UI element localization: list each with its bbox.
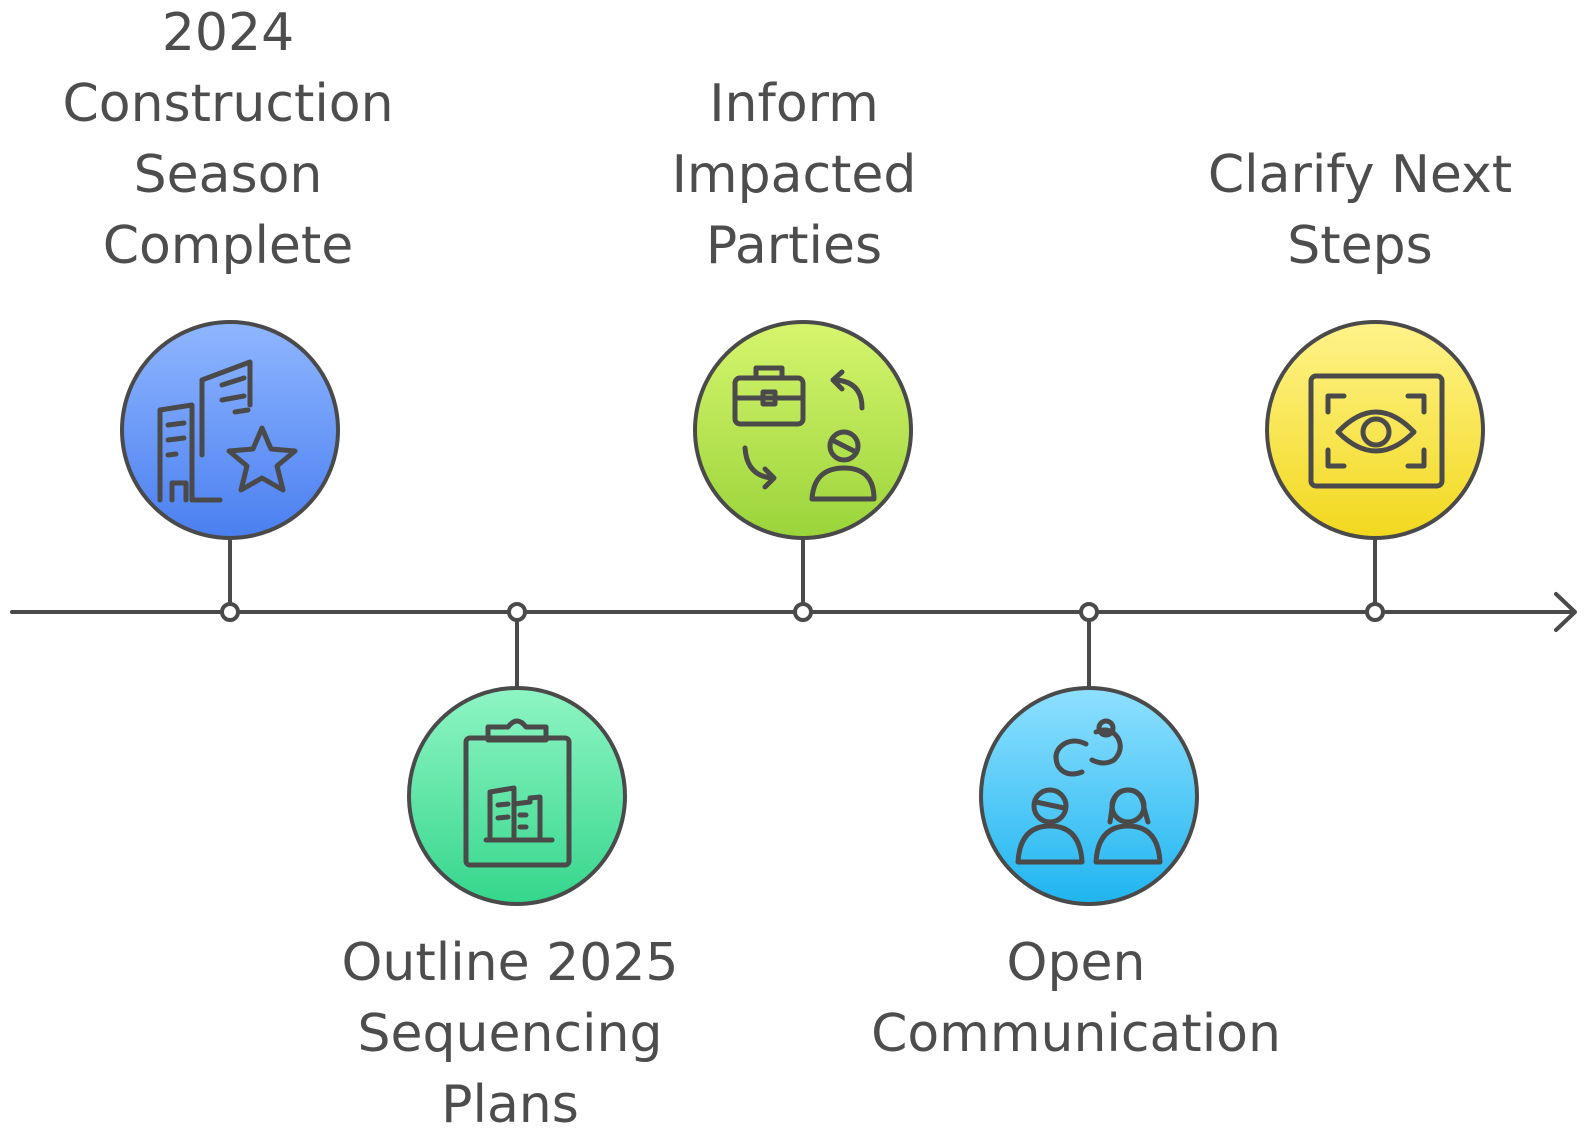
- step-5-node: [1265, 320, 1485, 540]
- step-1-circle: [120, 320, 340, 540]
- timeline-dot-2: [507, 602, 527, 622]
- timeline-dot-3: [793, 602, 813, 622]
- step-5-label: Clarify Next Steps: [1207, 145, 1513, 276]
- timeline-arrowhead: [1554, 592, 1577, 632]
- briefcase-person-exchange-icon: [732, 365, 877, 502]
- people-link-icon: [1015, 718, 1163, 865]
- eye-scan-icon: [1308, 373, 1445, 489]
- step-4-circle: [979, 686, 1199, 906]
- step-5-circle: [1265, 320, 1485, 540]
- step-2-label: Outline 2025 Sequencing Plans: [341, 933, 679, 1135]
- step-4-node: [979, 686, 1199, 906]
- step-1-label: 2024 Construction Season Complete: [62, 3, 394, 276]
- step-2-node: [407, 686, 627, 906]
- city-star-icon: [157, 359, 298, 503]
- timeline-dot-5: [1365, 602, 1385, 622]
- timeline-dot-4: [1079, 602, 1099, 622]
- step-3-label: Inform Impacted Parties: [671, 74, 917, 276]
- step-4-label: Open Communication: [871, 933, 1281, 1064]
- step-1-node: [120, 320, 340, 540]
- step-3-circle: [693, 320, 913, 540]
- step-3-node: [693, 320, 913, 540]
- clipboard-plan-icon: [463, 718, 572, 868]
- timeline-dot-1: [220, 602, 240, 622]
